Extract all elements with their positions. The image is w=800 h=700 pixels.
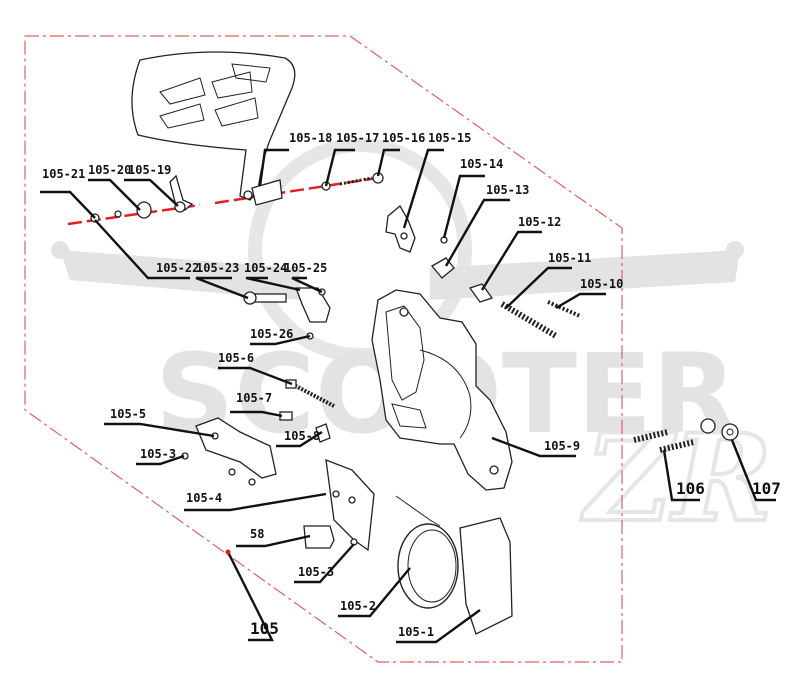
part-107a (700, 418, 716, 434)
part-105-20 (136, 201, 152, 219)
callout-105-17: 105-17 (336, 131, 379, 145)
callout-58: 58 (250, 527, 264, 541)
callout-107: 107 (752, 479, 781, 498)
callout-105-12: 105-12 (518, 215, 561, 229)
part-105-4-plate (325, 459, 375, 552)
callout-105-14: 105-14 (460, 157, 503, 171)
watermark-ring (248, 138, 472, 362)
callout-105-26: 105-26 (250, 327, 293, 341)
part-105-11-spring (500, 301, 558, 339)
watermark-left-dot (51, 241, 69, 259)
part-105-4b (248, 478, 256, 486)
part-105-4a (228, 468, 236, 476)
callout-105-16: 105-16 (382, 131, 425, 145)
part-105-12 (468, 283, 494, 303)
callout-106: 106 (676, 479, 705, 498)
callout-105-1: 105-1 (398, 625, 434, 639)
part-105-6 (291, 382, 335, 408)
part-105-10 (547, 300, 581, 318)
callout-105-10: 105-10 (580, 277, 623, 291)
part-105-9-housing (371, 289, 513, 491)
part-107 (721, 423, 739, 441)
callout-105-22: 105-22 (156, 261, 199, 275)
callout-105-3-lower: 105-3 (298, 565, 334, 579)
leader-lines (40, 148, 776, 644)
callout-105-24: 105-24 (244, 261, 287, 275)
part-105-8 (315, 423, 331, 443)
callout-105-25: 105-25 (284, 261, 327, 275)
part-105-15 (385, 205, 416, 253)
watermark-left-wing (60, 250, 300, 300)
part-106 (633, 429, 695, 453)
callout-labels: 105-21 105-20 105-19 105-18 105-17 105-1… (42, 131, 781, 639)
callout-105-21: 105-21 (42, 167, 85, 181)
part-105-1-cover (459, 517, 513, 635)
callout-105-11: 105-11 (548, 251, 591, 265)
axis-line-left (67, 203, 201, 226)
callout-105: 105 (250, 619, 279, 638)
reference-dot (225, 549, 231, 555)
part-105-24 (295, 287, 331, 323)
callout-105-23: 105-23 (196, 261, 239, 275)
callout-105-4: 105-4 (186, 491, 222, 505)
callout-105-7: 105-7 (236, 391, 272, 405)
part-105-16-spring (339, 176, 373, 186)
callout-105-3-upper: 105-3 (140, 447, 176, 461)
callout-105-20: 105-20 (88, 163, 131, 177)
watermark-right-wing (430, 250, 740, 300)
part-105-2-band (395, 495, 459, 609)
callout-105-19: 105-19 (128, 163, 171, 177)
callout-105-18: 105-18 (289, 131, 332, 145)
part-105-23 (243, 291, 287, 305)
callout-105-6: 105-6 (218, 351, 254, 365)
callout-105-2: 105-2 (340, 599, 376, 613)
watermark-right-dot (726, 241, 744, 259)
callout-105-13: 105-13 (486, 183, 529, 197)
callout-105-8: 105-8 (284, 429, 320, 443)
assembly-boundary (24, 35, 623, 663)
callout-105-5: 105-5 (110, 407, 146, 421)
callout-105-15: 105-15 (428, 131, 471, 145)
hand-guard (131, 51, 296, 206)
part-58 (303, 525, 335, 549)
part-105-20a (114, 210, 122, 218)
watermark-suffix: ZR (581, 408, 772, 549)
callout-105-9: 105-9 (544, 439, 580, 453)
